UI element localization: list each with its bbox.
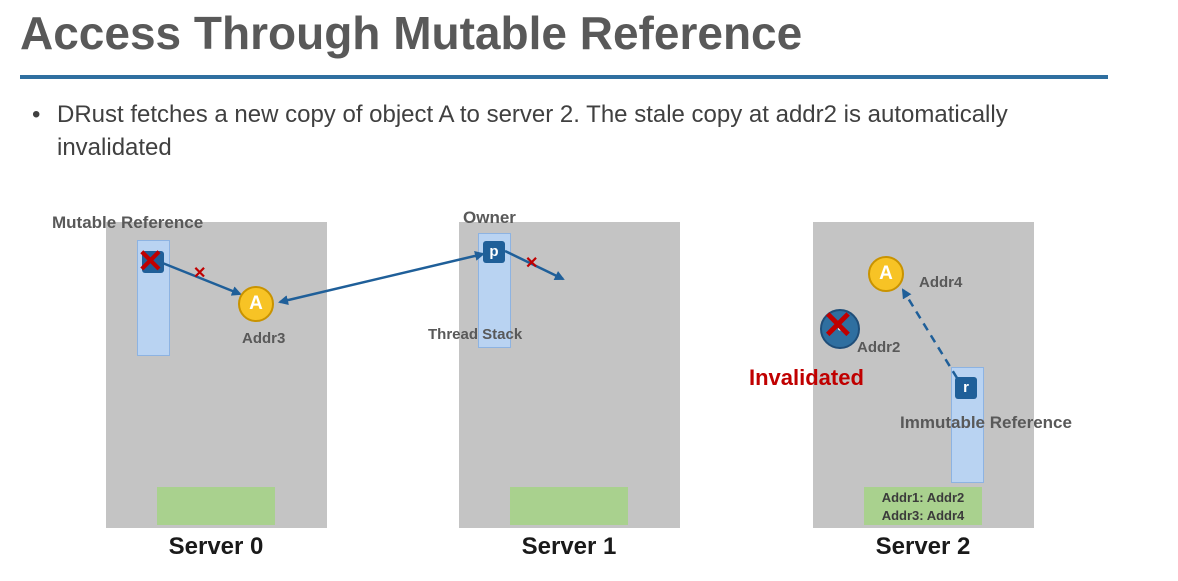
server-0-label: Server 0 bbox=[168, 533, 264, 560]
server-1-label: Server 1 bbox=[521, 533, 617, 560]
thread-stack-label: Thread Stack bbox=[428, 326, 523, 343]
server-2-label: Server 2 bbox=[875, 533, 971, 560]
server-2-box bbox=[813, 222, 1034, 528]
invalidated-label: Invalidated bbox=[749, 365, 864, 390]
slide-title: Access Through Mutable Reference bbox=[20, 7, 803, 59]
object-a-addr4: A bbox=[868, 256, 904, 292]
red-x-icon: ✕ bbox=[525, 255, 539, 272]
owner-stale-arrow bbox=[504, 249, 565, 281]
mutref-to-addr3-arrow bbox=[159, 260, 242, 296]
server-1-heap bbox=[510, 487, 628, 525]
addr4-label: Addr4 bbox=[919, 274, 963, 291]
owner-pointer-p: p bbox=[483, 241, 505, 263]
addr3-label: Addr3 bbox=[242, 330, 286, 347]
title-divider bbox=[20, 75, 1108, 79]
heap-entry: Addr1: Addr2 bbox=[881, 490, 965, 505]
immutable-reference-pointer-r: r bbox=[955, 377, 977, 399]
addr2-label: Addr2 bbox=[857, 339, 901, 356]
object-a-addr3: A bbox=[238, 286, 274, 322]
mutable-reference-label: Mutable Reference bbox=[52, 213, 204, 232]
owner-to-addr3-arrow bbox=[278, 250, 485, 306]
immref-to-addr4-arrow bbox=[901, 288, 959, 379]
bullet-text: DRust fetches a new copy of object A to … bbox=[57, 101, 1008, 161]
server-0-heap bbox=[157, 487, 275, 525]
red-x-icon: ✕ bbox=[193, 265, 207, 282]
heap-mapping-table: Addr1: Addr2 Addr3: Addr4 bbox=[864, 489, 982, 525]
mutable-reference-pointer bbox=[142, 251, 164, 273]
server-2-heap bbox=[864, 487, 982, 525]
red-x-icon: ✕ bbox=[137, 243, 164, 279]
red-x-icon: ✕ bbox=[822, 305, 854, 347]
owner-label: Owner bbox=[463, 208, 516, 227]
stale-object-addr2: • bbox=[820, 309, 860, 349]
heap-entry: Addr3: Addr4 bbox=[881, 508, 965, 523]
immutable-reference-label: Immutable Reference bbox=[900, 413, 1072, 432]
bullet-marker: • bbox=[32, 101, 41, 128]
